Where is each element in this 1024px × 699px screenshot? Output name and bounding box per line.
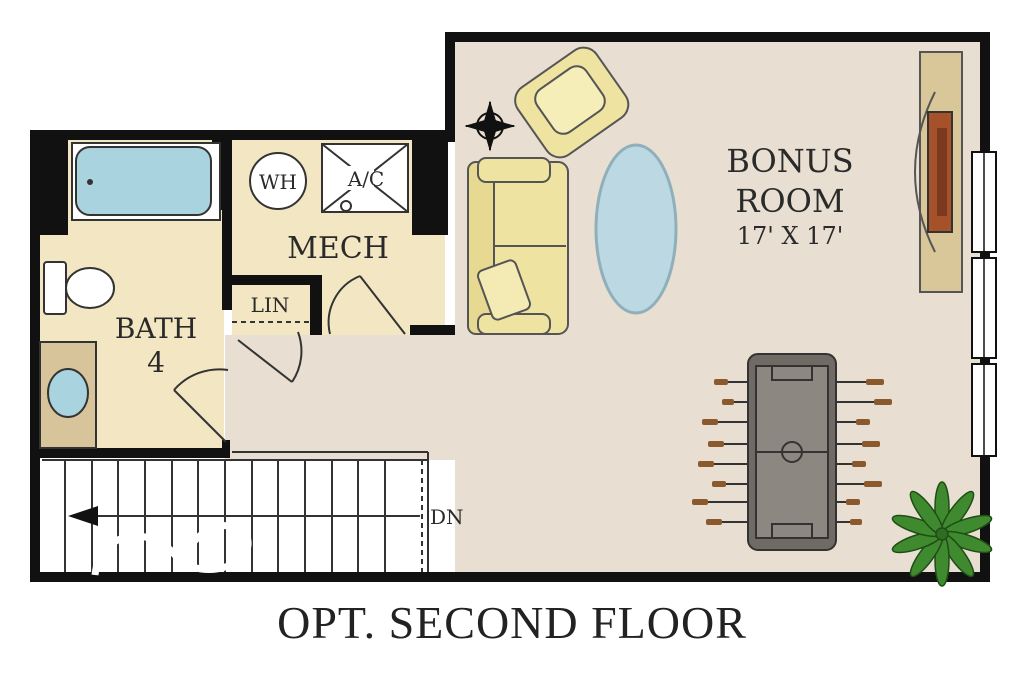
foosball-table-icon	[692, 353, 892, 551]
water-heater-icon	[249, 152, 307, 210]
bonus-room-label-line2: ROOM	[735, 182, 844, 220]
linen-closet-label: LIN	[251, 293, 290, 317]
bathtub-icon	[71, 142, 221, 221]
compass-rose-icon	[464, 100, 516, 152]
bonus-room-label-line1: BONUS	[726, 142, 853, 180]
water-heater-label: WH	[259, 170, 297, 194]
floor-plan: WH A/C DN	[30, 32, 997, 587]
hall-floor	[225, 335, 460, 460]
linen-closet	[232, 321, 310, 383]
floor-caption: OPT. SECOND FLOOR	[277, 597, 747, 648]
ac-label-bg	[340, 166, 374, 190]
windows	[971, 151, 997, 457]
potted-plant-icon	[891, 481, 993, 587]
sofa-icon	[467, 157, 569, 335]
bath-door-icon	[173, 368, 229, 443]
mech-door-icon	[327, 275, 406, 335]
bath-room-number: 4	[147, 346, 165, 379]
toilet-icon	[43, 261, 115, 315]
media-console-icon	[914, 51, 963, 293]
bonus-room-dimensions: 17' X 17'	[737, 222, 844, 250]
ac-unit-label: A/C	[347, 167, 384, 191]
mech-room-label: MECH	[287, 231, 389, 266]
stairs-down-label: DN	[430, 505, 464, 529]
watermark-loops	[91, 522, 252, 576]
stair-arrow-icon	[68, 506, 98, 526]
bath-room-label: BATH	[115, 312, 197, 345]
armchair-icon	[514, 46, 630, 159]
sink-vanity-icon	[39, 341, 97, 449]
oval-rug-icon	[594, 143, 678, 315]
